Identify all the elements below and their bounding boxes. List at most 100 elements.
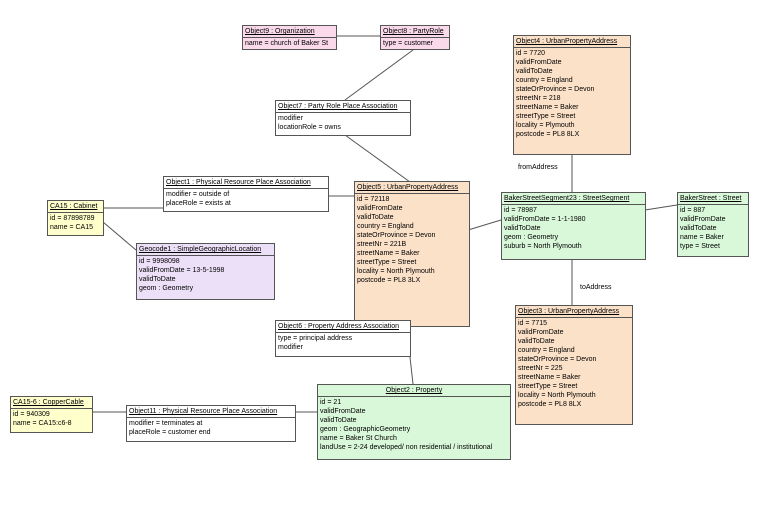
attribute-row: validToDate: [504, 225, 541, 232]
link-cabinet-geocode: [102, 221, 137, 251]
attribute-row: streetName = Baker: [518, 374, 581, 381]
link-partyrole-object7: [344, 49, 414, 101]
object-header: CA15-6 : CopperCable: [11, 397, 92, 409]
attribute-row: id = 7720: [516, 50, 545, 57]
attribute-row: validToDate: [357, 214, 394, 221]
party-role-place-association-object[interactable]: Object7 : Party Role Place Association mo…: [275, 100, 411, 136]
physical-resource-place-association-object11[interactable]: Object11 : Physical Resource Place Assoc…: [126, 405, 296, 442]
urban-property-address-object5[interactable]: Object5 : UrbanPropertyAddress id = 72118…: [354, 181, 470, 327]
attribute-row: validFromDate: [680, 216, 726, 223]
object-header: Object7 : Party Role Place Association: [276, 101, 410, 113]
attribute-row: geom : Geometry: [139, 285, 194, 292]
attribute-row: modifier = outside of: [166, 191, 230, 198]
attribute-row: streetType = Street: [518, 383, 578, 390]
attribute-row: id = 72118: [357, 196, 390, 203]
attribute-row: modifier: [278, 115, 303, 122]
link-object7-object5: [344, 134, 411, 183]
attribute-row: stateOrProvince = Devon: [357, 232, 436, 239]
attribute-row: validFromDate: [320, 408, 366, 415]
attribute-row: id = 940309: [13, 411, 50, 418]
attribute-row: validToDate: [516, 68, 553, 75]
property-object[interactable]: Object2 : Property id = 21 validFromDate va…: [317, 384, 511, 460]
attribute-row: streetNr = 221B: [357, 241, 407, 248]
attribute-row: modifier: [278, 344, 303, 351]
attribute-row: placeRole = customer end: [129, 429, 211, 436]
object-header: Object8 : PartyRole: [381, 26, 449, 38]
attribute-row: validToDate: [139, 276, 176, 283]
attribute-row: postcode = PL8 8LX: [516, 131, 580, 138]
party-role-object[interactable]: Object8 : PartyRole type = customer: [380, 25, 450, 50]
attribute-row: id = 21: [320, 399, 342, 406]
attribute-row: streetName = Baker: [357, 250, 420, 257]
object-attributes: type = principal address modifier: [276, 333, 410, 353]
attribute-row: validToDate: [680, 225, 717, 232]
attribute-row: streetNr = 225: [518, 365, 563, 372]
object-header: Object6 : Property Address Association: [276, 321, 410, 333]
physical-resource-place-association-object1[interactable]: Object1 : Physical Resource Place Associ…: [163, 176, 329, 212]
attribute-row: type = principal address: [278, 335, 353, 342]
attribute-row: validFromDate = 1-1-1980: [504, 216, 586, 223]
attribute-row: validFromDate: [357, 205, 403, 212]
attribute-row: modifier = terminates at: [129, 420, 203, 427]
object-header: Object3 : UrbanPropertyAddress: [516, 306, 632, 318]
object-attributes: modifier = terminates at placeRole = cust…: [127, 418, 295, 438]
attribute-row: country = England: [516, 77, 573, 84]
object-attributes: name = church of Baker St: [243, 38, 336, 49]
attribute-row: validFromDate: [516, 59, 562, 66]
from-address-label: fromAddress: [518, 164, 558, 171]
object-header: Object1 : Physical Resource Place Associ…: [164, 177, 328, 189]
link-object5-segment: [467, 219, 502, 231]
object-header: BakerStreet : Street: [678, 193, 748, 205]
attribute-row: streetNr = 218: [516, 95, 561, 102]
attribute-row: name = Baker St Church: [320, 435, 397, 442]
attribute-row: postcode = PL8 8LX: [518, 401, 582, 408]
attribute-row: stateOrProvince = Devon: [518, 356, 597, 363]
object-attributes: id = 78987 validFromDate = 1-1-1980 validT…: [502, 205, 645, 252]
object-header: BakerStreetSegment23 : StreetSegment: [502, 193, 645, 205]
attribute-row: locationRole = owns: [278, 124, 341, 131]
link-object6-object2: [409, 356, 414, 385]
object-attributes: modifier = outside of placeRole = exists …: [164, 189, 328, 209]
to-address-label: toAddress: [580, 284, 612, 291]
attribute-row: streetName = Baker: [516, 104, 579, 111]
object-header: Object2 : Property: [318, 385, 510, 397]
attribute-row: streetType = Street: [357, 259, 417, 266]
attribute-row: validToDate: [320, 417, 357, 424]
attribute-row: country = England: [518, 347, 575, 354]
object-header: Object5 : UrbanPropertyAddress: [355, 182, 469, 194]
attribute-row: landUse = 2-24 developed/ non residentia…: [320, 444, 493, 451]
attribute-row: id = 9998098: [139, 258, 180, 265]
attribute-row: id = 78987: [504, 207, 537, 214]
attribute-row: validFromDate: [518, 329, 564, 336]
attribute-row: name = CA15: [50, 224, 93, 231]
link-segment-street: [644, 204, 678, 211]
object-header: CA15 : Cabinet: [48, 201, 103, 213]
attribute-row: geom : Geometry: [504, 234, 559, 241]
attribute-row: placeRole = exists at: [166, 200, 231, 207]
object-attributes: id = 7720 validFromDate validToDate country…: [514, 48, 630, 140]
attribute-row: stateOrProvince = Devon: [516, 86, 595, 93]
object-header: Object11 : Physical Resource Place Assoc…: [127, 406, 295, 418]
attribute-row: streetType = Street: [516, 113, 576, 120]
attribute-row: type = customer: [383, 40, 433, 47]
object-attributes: id = 9998098 validFromDate = 13-5-1998 val…: [137, 256, 274, 294]
attribute-row: locality = North Plymouth: [357, 268, 435, 275]
attribute-row: validFromDate = 13-5-1998: [139, 267, 225, 274]
attribute-row: type = Street: [680, 243, 720, 250]
